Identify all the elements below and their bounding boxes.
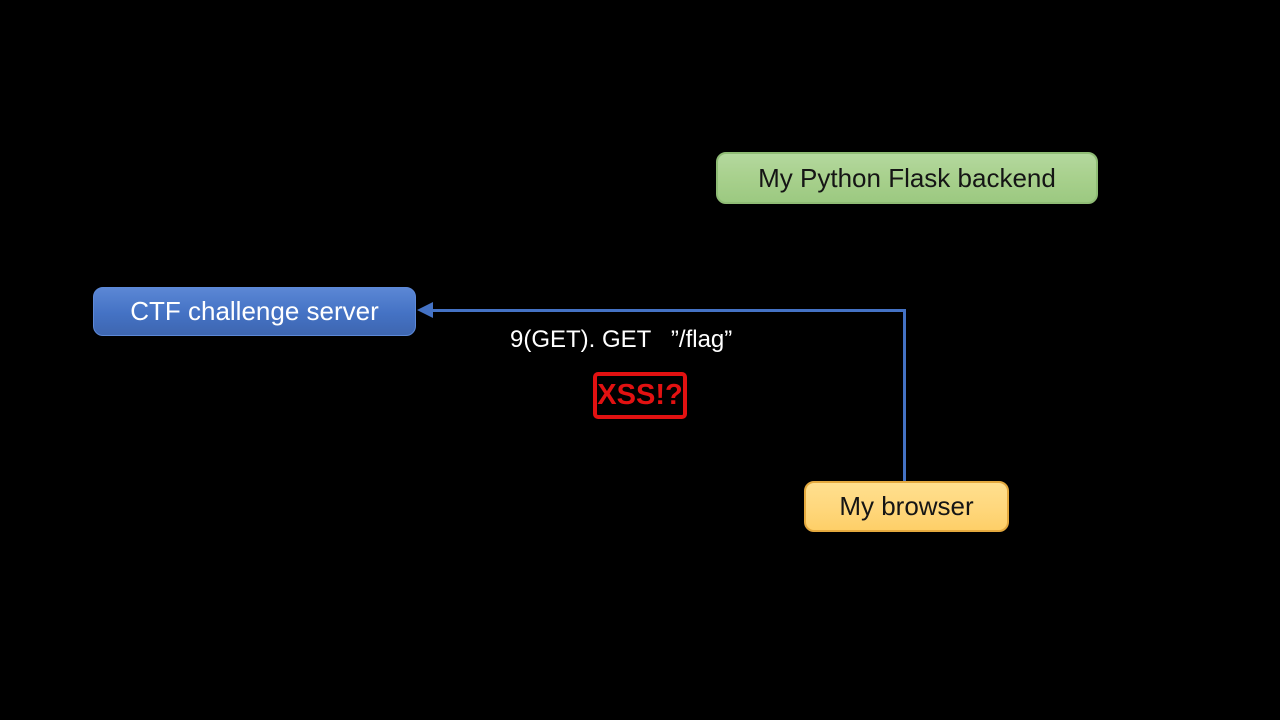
node-ctf-server: CTF challenge server	[93, 287, 416, 336]
node-browser-label: My browser	[839, 491, 974, 521]
node-backend: My Python Flask backend	[716, 152, 1098, 204]
node-backend-label: My Python Flask backend	[758, 162, 1056, 193]
xss-alert-badge: XSS!?	[593, 372, 687, 419]
edge-request-label: 9(GET). GET ”/flag”	[510, 326, 733, 353]
edge-line-vertical	[903, 309, 906, 481]
edge-line-horizontal	[432, 309, 906, 312]
node-browser: My browser	[804, 481, 1009, 532]
arrowhead-left-icon	[417, 302, 433, 318]
xss-alert-label: XSS!?	[597, 379, 683, 411]
node-ctf-server-label: CTF challenge server	[130, 296, 379, 326]
